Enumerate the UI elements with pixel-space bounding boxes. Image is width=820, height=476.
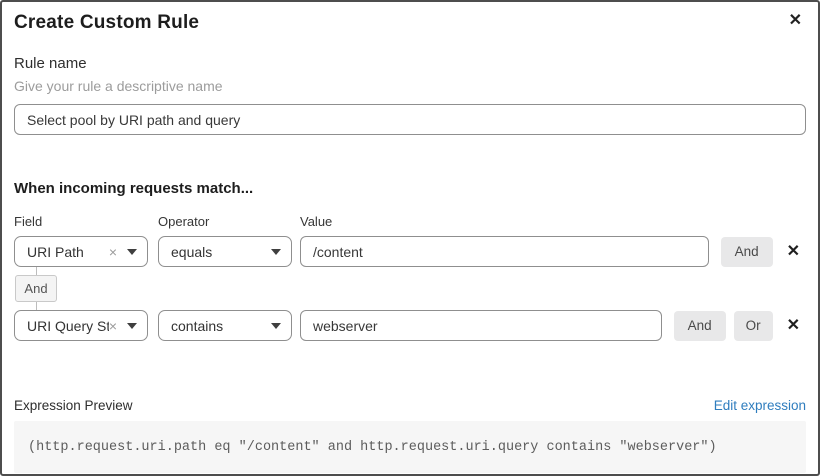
- operator-select-1-value: equals: [171, 243, 213, 260]
- field-select-2-value: URI Query St...: [27, 317, 109, 334]
- page-title: Create Custom Rule: [14, 12, 200, 33]
- value-input-2[interactable]: [300, 310, 662, 341]
- chevron-down-icon: [271, 248, 281, 255]
- and-button-row-1[interactable]: And: [720, 236, 773, 267]
- rule-name-input[interactable]: [14, 104, 806, 135]
- operator-column-label: Operator: [158, 214, 210, 229]
- chevron-down-icon: [271, 322, 281, 329]
- expression-header: Expression Preview Edit expression: [14, 398, 806, 413]
- edit-expression-link[interactable]: Edit expression: [713, 398, 806, 413]
- value-input-1[interactable]: [300, 236, 709, 267]
- clear-field-icon[interactable]: ×: [108, 243, 117, 260]
- chevron-down-icon: [127, 248, 137, 255]
- expression-code: (http.request.uri.path eq "/content" and…: [28, 439, 717, 455]
- match-heading: When incoming requests match...: [14, 180, 254, 197]
- close-icon[interactable]: ✕: [785, 11, 806, 31]
- operator-select-2-value: contains: [171, 317, 224, 334]
- expression-code-block: (http.request.uri.path eq "/content" and…: [14, 421, 806, 473]
- connector-line: [35, 302, 37, 310]
- column-labels: Field Operator Value: [14, 214, 806, 229]
- field-select-1[interactable]: URI Path ×: [14, 236, 148, 267]
- or-button-row-2[interactable]: Or: [733, 310, 773, 341]
- clear-field-icon[interactable]: ×: [108, 317, 117, 334]
- field-select-1-value: URI Path: [27, 243, 84, 260]
- field-select-2[interactable]: URI Query St... ×: [14, 310, 148, 341]
- rule-name-hint: Give your rule a descriptive name: [14, 78, 223, 94]
- and-button-row-2[interactable]: And: [673, 310, 726, 341]
- rule-name-label: Rule name: [14, 55, 87, 72]
- operator-select-2[interactable]: contains: [158, 310, 292, 341]
- delete-row-icon[interactable]: ✕: [786, 242, 800, 260]
- and-connector: And: [14, 267, 58, 310]
- condition-row-1: URI Path × equals And ✕: [14, 236, 806, 267]
- expression-preview-label: Expression Preview: [14, 398, 133, 413]
- dialog-header: Create Custom Rule ✕: [14, 12, 806, 34]
- value-column-label: Value: [300, 214, 333, 229]
- and-connector-badge[interactable]: And: [15, 275, 57, 302]
- condition-row-2: URI Query St... × contains And Or ✕: [14, 310, 806, 341]
- connector-line: [35, 267, 37, 275]
- operator-select-1[interactable]: equals: [158, 236, 292, 267]
- field-column-label: Field: [14, 214, 43, 229]
- delete-row-icon[interactable]: ✕: [786, 316, 800, 334]
- chevron-down-icon: [127, 322, 137, 329]
